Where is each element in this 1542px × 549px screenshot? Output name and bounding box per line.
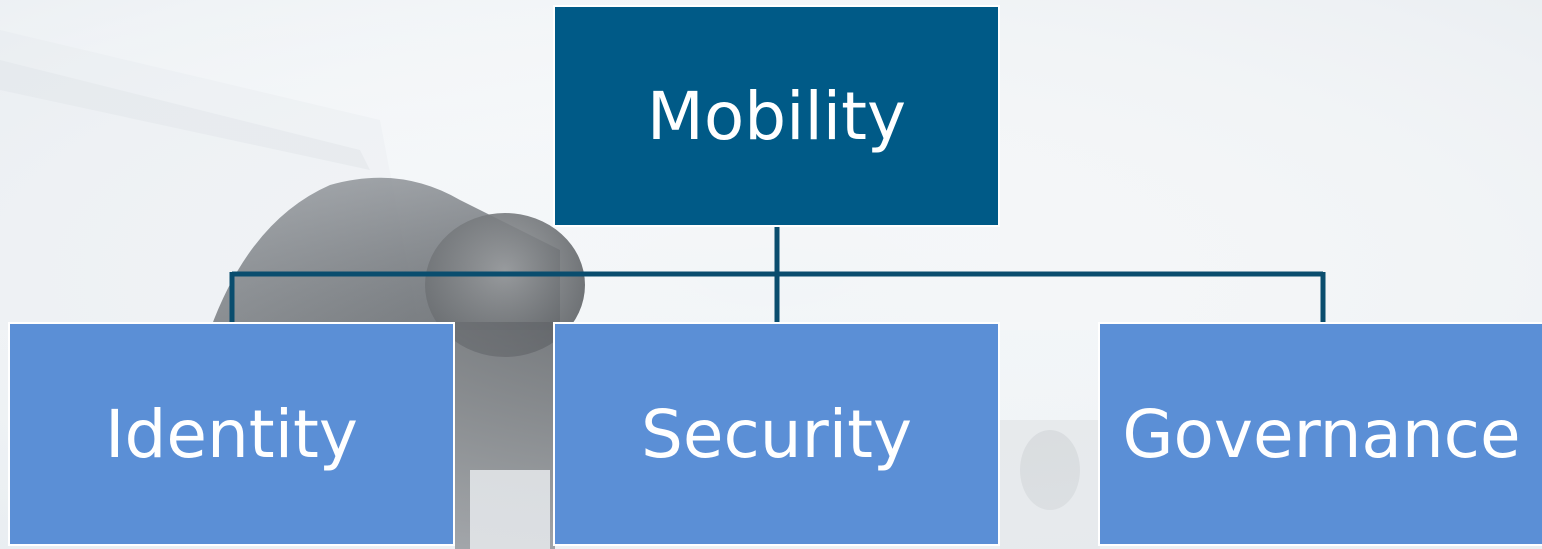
node-identity-label: Identity	[105, 395, 358, 473]
node-security: Security	[553, 322, 1000, 546]
node-identity: Identity	[8, 322, 455, 546]
node-mobility-label: Mobility	[646, 77, 907, 155]
node-governance-label: Governance	[1122, 395, 1521, 473]
node-security-label: Security	[640, 395, 913, 473]
node-mobility: Mobility	[553, 5, 1000, 227]
node-governance: Governance	[1098, 322, 1542, 546]
